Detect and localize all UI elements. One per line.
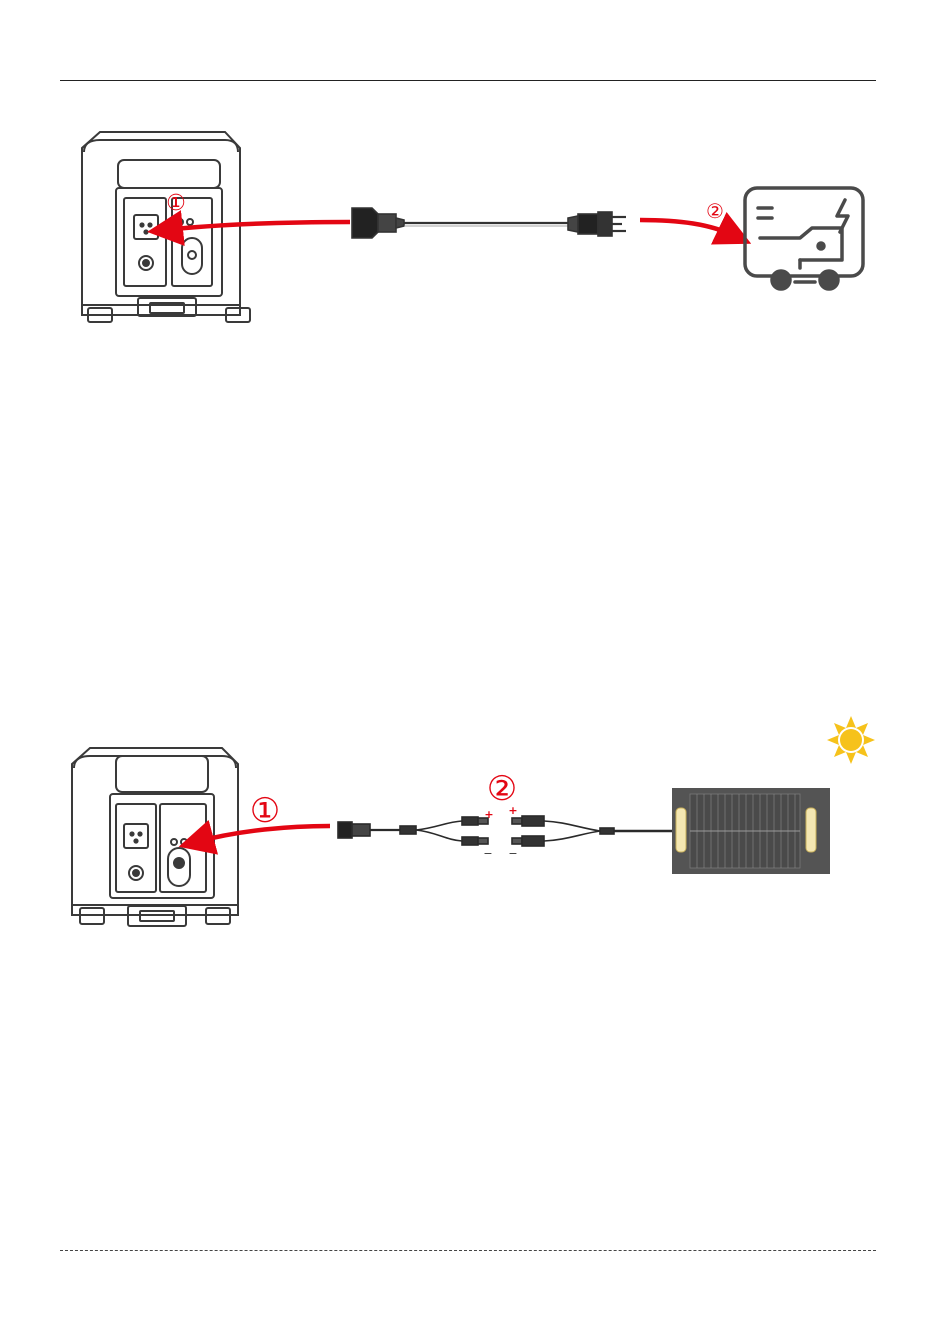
solar-panel-cable-icon: [512, 816, 672, 846]
minus-label-left: −: [483, 847, 492, 860]
solar-panel-icon: [672, 788, 830, 874]
header-divider: [60, 80, 876, 81]
footer-divider: [60, 1250, 876, 1251]
plus-label-left: +: [484, 808, 493, 821]
ac-charging-diagram: ① ②: [0, 110, 933, 350]
ac-charging-cable-icon: [352, 208, 626, 238]
step-1-label: ①: [250, 791, 280, 831]
step-1-label: ①: [166, 191, 186, 216]
generator-icon: [745, 188, 863, 289]
solar-charging-cable-icon: [338, 817, 488, 845]
step-2-label: ②: [706, 199, 724, 223]
solar-charging-diagram: ① ② + − +: [0, 700, 933, 950]
sun-icon: [827, 716, 875, 764]
plus-label-right: +: [508, 804, 517, 817]
minus-label-right: −: [508, 847, 517, 860]
step-2-label: ②: [487, 769, 517, 809]
arrow-to-solar-input: [196, 826, 330, 842]
